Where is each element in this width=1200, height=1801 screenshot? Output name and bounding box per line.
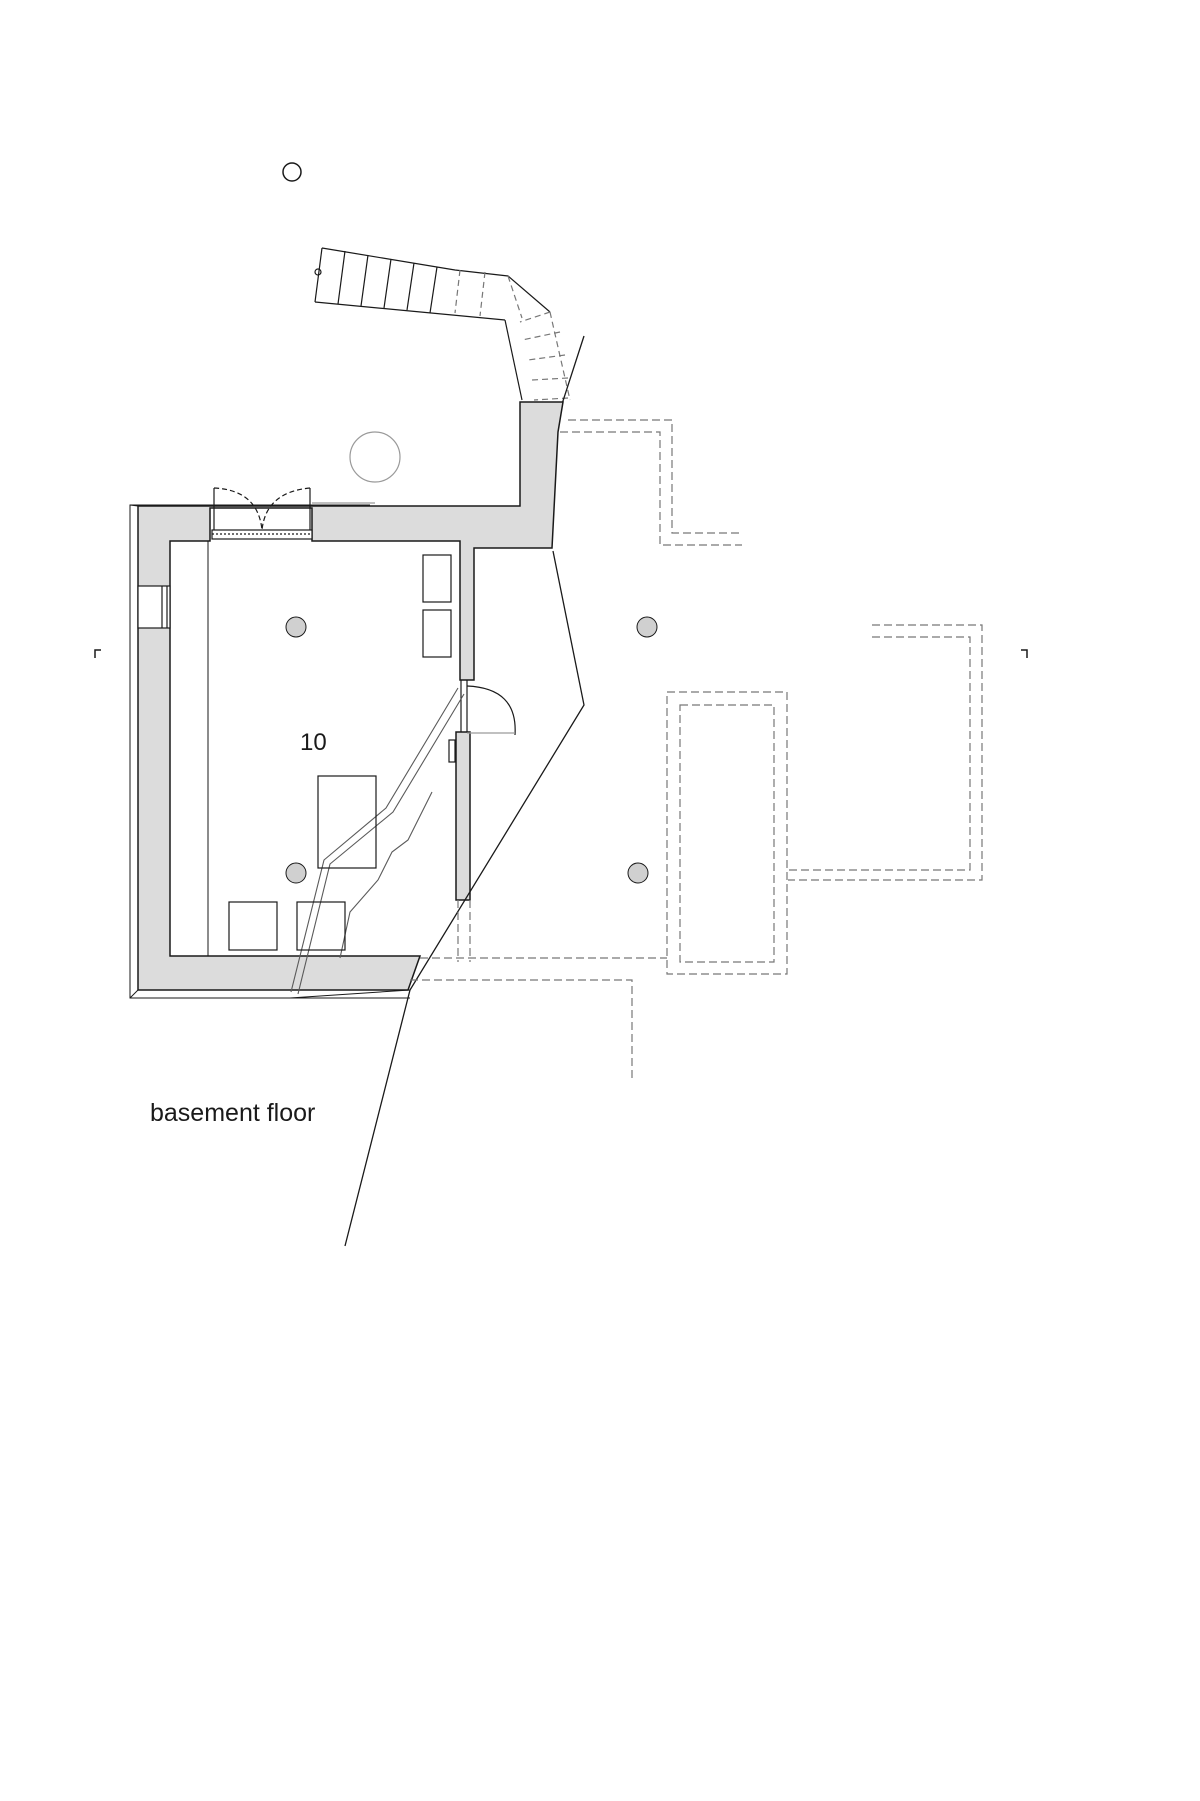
hidden-outline-east-inner <box>788 636 971 871</box>
west-window <box>137 585 171 629</box>
door-swing-right <box>261 487 311 531</box>
drawing-title: basement floor <box>150 1099 315 1127</box>
tree-outline <box>349 431 401 483</box>
north-double-door <box>211 487 375 540</box>
interior-door <box>460 680 516 736</box>
section-marker-right <box>1021 649 1028 658</box>
cabinet-upper <box>422 554 452 603</box>
stair-lower-edge <box>314 301 506 321</box>
table <box>317 775 377 869</box>
columns <box>285 616 658 884</box>
stair-outline <box>321 247 551 313</box>
column-outline-top <box>282 162 302 182</box>
hidden-outline-pool-inner <box>679 704 775 963</box>
stair-start-marker <box>314 268 322 276</box>
chest-left <box>228 901 278 951</box>
column <box>285 862 307 884</box>
interior-stair <box>290 687 465 995</box>
stair-landing-edge <box>504 319 523 401</box>
basement-walls <box>137 401 564 991</box>
hidden-outline-east <box>788 624 983 881</box>
section-marker-left <box>94 649 101 658</box>
hidden-outline-north <box>568 419 742 534</box>
section-markers <box>94 649 1028 658</box>
door-swing-left <box>213 487 263 531</box>
chest-right <box>296 901 346 951</box>
door-frame-small <box>448 739 456 763</box>
furniture <box>228 554 452 951</box>
partition-wall-lower <box>455 731 471 901</box>
terrain-line-upper <box>561 335 585 405</box>
hidden-outline-south <box>410 979 633 1080</box>
column <box>636 616 658 638</box>
outer-wall-outline <box>129 504 410 999</box>
exterior-stair <box>314 247 551 401</box>
terrain-line <box>344 550 585 1247</box>
hidden-outline-north-inner <box>560 431 742 546</box>
cabinet-lower <box>422 609 452 658</box>
hidden-outline-pool-outer <box>666 691 788 975</box>
hidden-outlines <box>410 419 983 1080</box>
column <box>285 616 307 638</box>
column <box>627 862 649 884</box>
stair-upper-flight-hidden <box>454 269 571 401</box>
room-number-label: 10 <box>300 729 327 756</box>
